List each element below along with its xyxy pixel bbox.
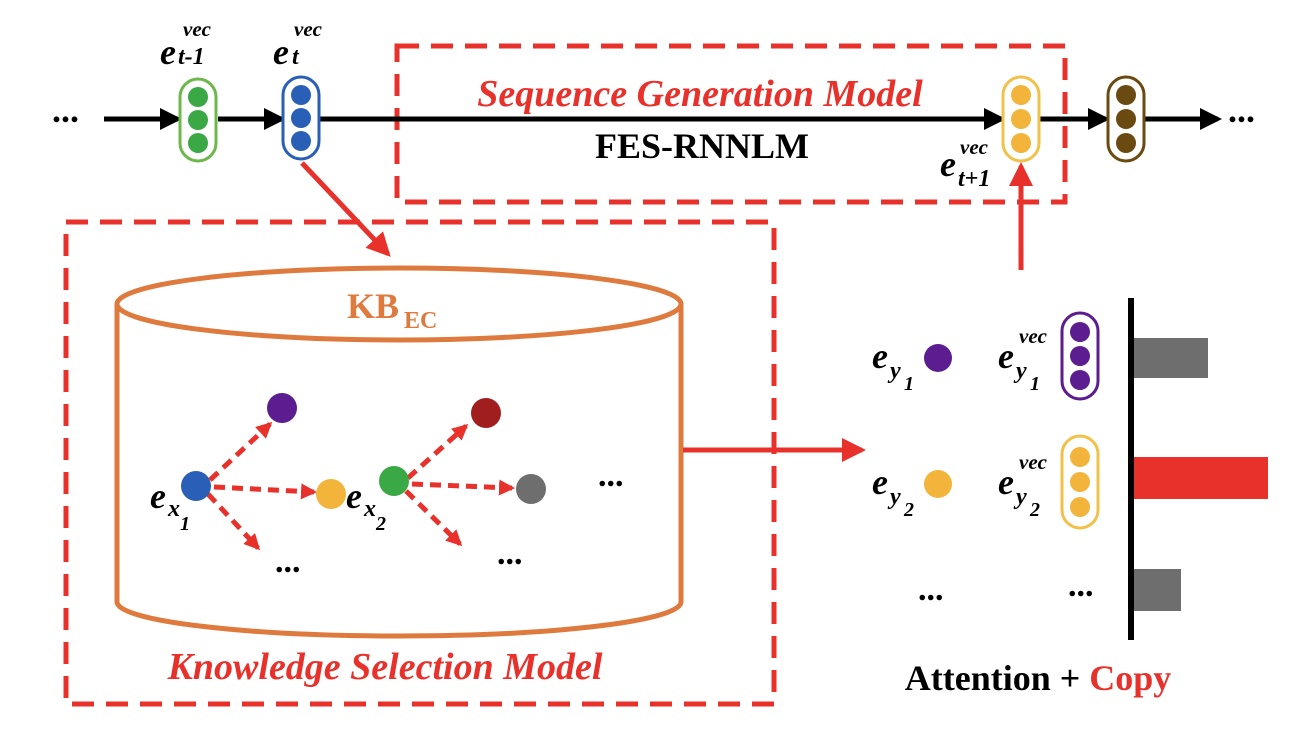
- vector-pill-prev: [178, 77, 218, 163]
- ellipsis-left: ...: [52, 90, 79, 130]
- vector-pill-next: [1001, 75, 1041, 163]
- attention-vector-y1: [1060, 311, 1100, 401]
- sequence-generation-box: [394, 43, 1068, 205]
- kb-ellipsis-3: ...: [598, 457, 624, 494]
- vector-pill-curr: [281, 75, 321, 161]
- label-e-x2: ex2: [346, 476, 386, 535]
- entity-node-purple: [267, 393, 297, 423]
- attention-bar-2: [1134, 457, 1268, 499]
- attention-bar-1: [1134, 338, 1208, 378]
- attention-entity-y1: [924, 344, 952, 372]
- attention-bar-3: [1134, 569, 1181, 611]
- entity-node-darkred: [471, 398, 501, 428]
- fes-rnnlm-label: FES-RNNLM: [595, 126, 809, 166]
- attention-entity-y2: [924, 470, 952, 498]
- attention-vector-y2: [1060, 434, 1100, 530]
- entity-node-x1: [181, 471, 211, 501]
- attention-copy-label: Attention + Copy: [905, 658, 1172, 698]
- query-arrow: [300, 161, 391, 257]
- label-e-x1: ex1: [150, 476, 190, 535]
- entity-node-yellow: [316, 479, 346, 509]
- entity-node-x2: [379, 466, 409, 496]
- kb-graph-edges: [206, 421, 515, 551]
- attention-ellipsis-entity: ...: [918, 571, 944, 608]
- attention-bars: [1134, 338, 1268, 611]
- attention-ellipsis-vec: ...: [1068, 567, 1094, 604]
- ellipsis-right: ...: [1228, 90, 1255, 130]
- entity-node-gray: [516, 474, 546, 504]
- kb-ellipsis-2: ...: [497, 535, 523, 572]
- kb-ellipsis-1: ...: [275, 543, 301, 580]
- vector-pill-after: [1106, 75, 1146, 163]
- knowledge-selection-title: Knowledge Selection Model: [167, 646, 603, 688]
- knowledge-selection-box: [63, 219, 777, 707]
- sequence-generation-title: Sequence Generation Model: [477, 73, 923, 115]
